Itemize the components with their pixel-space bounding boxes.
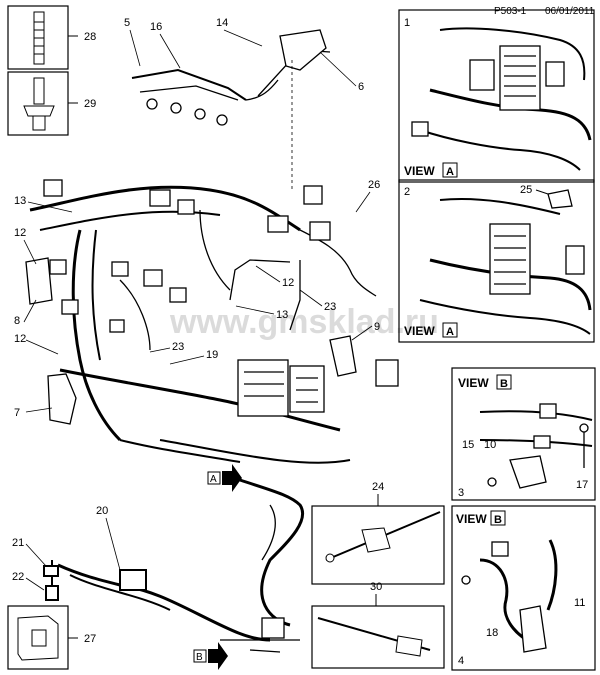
callout-2: 2 <box>404 186 410 198</box>
part-box-28: 28 <box>7 5 96 70</box>
callout-8: 8 <box>14 315 20 327</box>
callout-4: 4 <box>458 655 464 667</box>
callout-13a: 13 <box>14 195 26 207</box>
callout-15: 15 <box>462 439 474 451</box>
view-b2-letter: B <box>494 514 502 526</box>
callout-12a: 12 <box>14 227 26 239</box>
callout-3: 3 <box>458 487 464 499</box>
callout-20: 20 <box>96 505 108 517</box>
callout-6: 6 <box>358 81 364 93</box>
sheet-id: P503-1 <box>494 6 527 17</box>
callout-14: 14 <box>216 17 228 29</box>
watermark: www.gmsklad.ru <box>169 303 439 341</box>
callout-17: 17 <box>576 479 588 491</box>
callout-13b: 13 <box>276 309 288 321</box>
callout-23b: 23 <box>172 341 184 353</box>
callout-10: 10 <box>484 439 496 451</box>
lower-harness <box>43 560 300 653</box>
detail-box-24: 24 <box>311 481 445 585</box>
view-b-title: VIEW <box>458 376 489 390</box>
view-arrow-b: B <box>193 642 228 670</box>
callout-18: 18 <box>486 627 498 639</box>
callout-26: 26 <box>368 179 380 191</box>
detail-box-30: 30 <box>311 581 445 669</box>
view-a-letter: A <box>446 166 454 178</box>
callout-7: 7 <box>14 407 20 419</box>
view-b2-title: VIEW <box>456 512 487 526</box>
view-a2-letter: A <box>446 326 454 338</box>
callout-28: 28 <box>84 31 96 43</box>
callout-12c: 12 <box>282 277 294 289</box>
callout-9: 9 <box>374 321 380 333</box>
view-panel-2: 2 25 VIEW A <box>398 179 595 343</box>
callout-11: 11 <box>574 597 585 609</box>
view-b-letter: B <box>500 378 508 390</box>
view-a2-title: VIEW <box>404 324 435 338</box>
callout-12b: 12 <box>14 333 26 345</box>
callout-27: 27 <box>84 633 96 645</box>
arrow-b-letter: B <box>196 652 203 663</box>
callout-5: 5 <box>124 17 130 29</box>
main-harness <box>25 29 399 627</box>
callout-25: 25 <box>520 184 532 196</box>
callout-24: 24 <box>372 481 384 493</box>
part-box-29: 29 <box>7 71 96 136</box>
callout-1: 1 <box>404 17 410 29</box>
callout-23a: 23 <box>324 301 336 313</box>
callout-22: 22 <box>12 571 24 583</box>
part-box-27: 27 <box>7 605 96 670</box>
arrow-a-letter: A <box>210 474 217 485</box>
callout-21: 21 <box>12 537 24 549</box>
callout-30: 30 <box>370 581 382 593</box>
callout-16: 16 <box>150 21 162 33</box>
view-panel-3: VIEW B 3 15 10 17 <box>451 367 596 501</box>
view-panel-4: VIEW B 18 11 4 <box>451 505 596 671</box>
date-label: 06/01/2011 <box>545 6 595 17</box>
view-arrow-a: A <box>207 464 242 492</box>
callout-layer: 5 16 14 6 26 13 12 8 12 7 12 23 13 9 23 … <box>12 17 380 583</box>
callout-19: 19 <box>206 349 218 361</box>
callout-29: 29 <box>84 98 96 110</box>
view-panel-1: 1 VIEW A <box>398 9 595 183</box>
leader-lines <box>23 29 373 591</box>
view-a-title: VIEW <box>404 164 435 178</box>
